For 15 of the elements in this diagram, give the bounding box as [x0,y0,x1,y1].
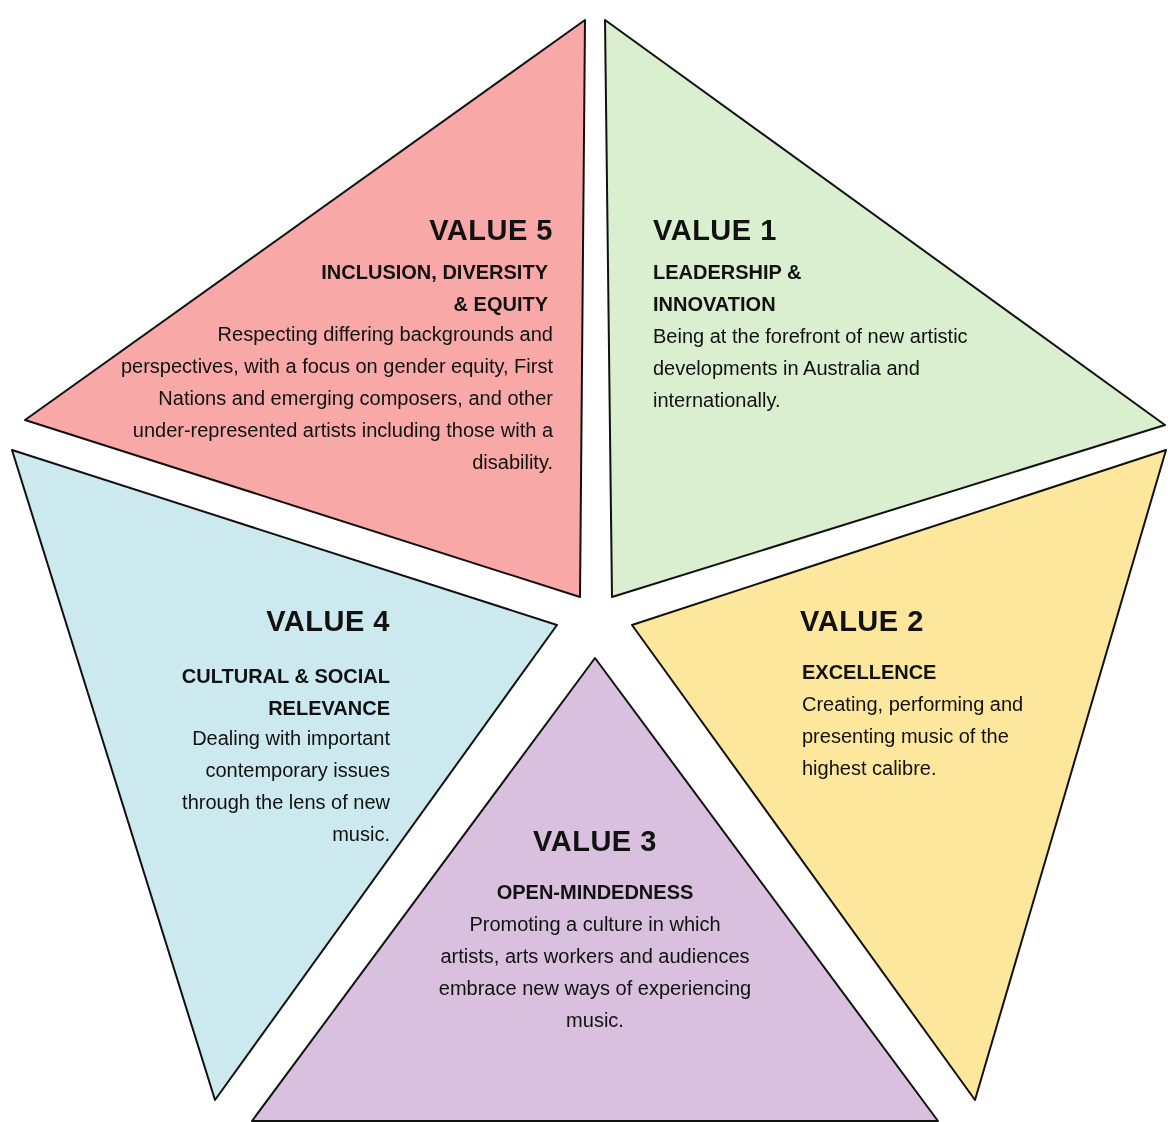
value-heading: VALUE 3 [532,824,658,859]
value-title: LEADERSHIP & INNOVATION [653,260,803,317]
value-title: INCLUSION, DIVERSITY & EQUITY [320,260,548,317]
value-description: Respecting differing backgrounds and perspectives, with a focus on gender equity, First Nations and emerging composers, and other under-represented artists including those with a disability. [119,322,553,475]
value-heading: VALUE 1 [653,213,778,248]
value-title: OPEN-MINDEDNESS [495,880,695,905]
value-description: Promoting a culture in which artists, arts workers and audiences embrace new ways of experiencing music. [437,912,753,1033]
value-description: Creating, performing and presenting music of the highest calibre. [802,692,1025,781]
value-title: CULTURAL & SOCIAL RELEVANCE [180,664,390,721]
value-title: EXCELLENCE [802,660,938,685]
value-heading: VALUE 2 [800,604,925,639]
value-description: Being at the forefront of new artistic developments in Australia and internationally. [653,324,969,413]
value-description: Dealing with important contemporary issues through the lens of new music. [181,726,390,847]
value-heading: VALUE 4 [265,604,390,639]
value-heading: VALUE 5 [428,213,553,248]
